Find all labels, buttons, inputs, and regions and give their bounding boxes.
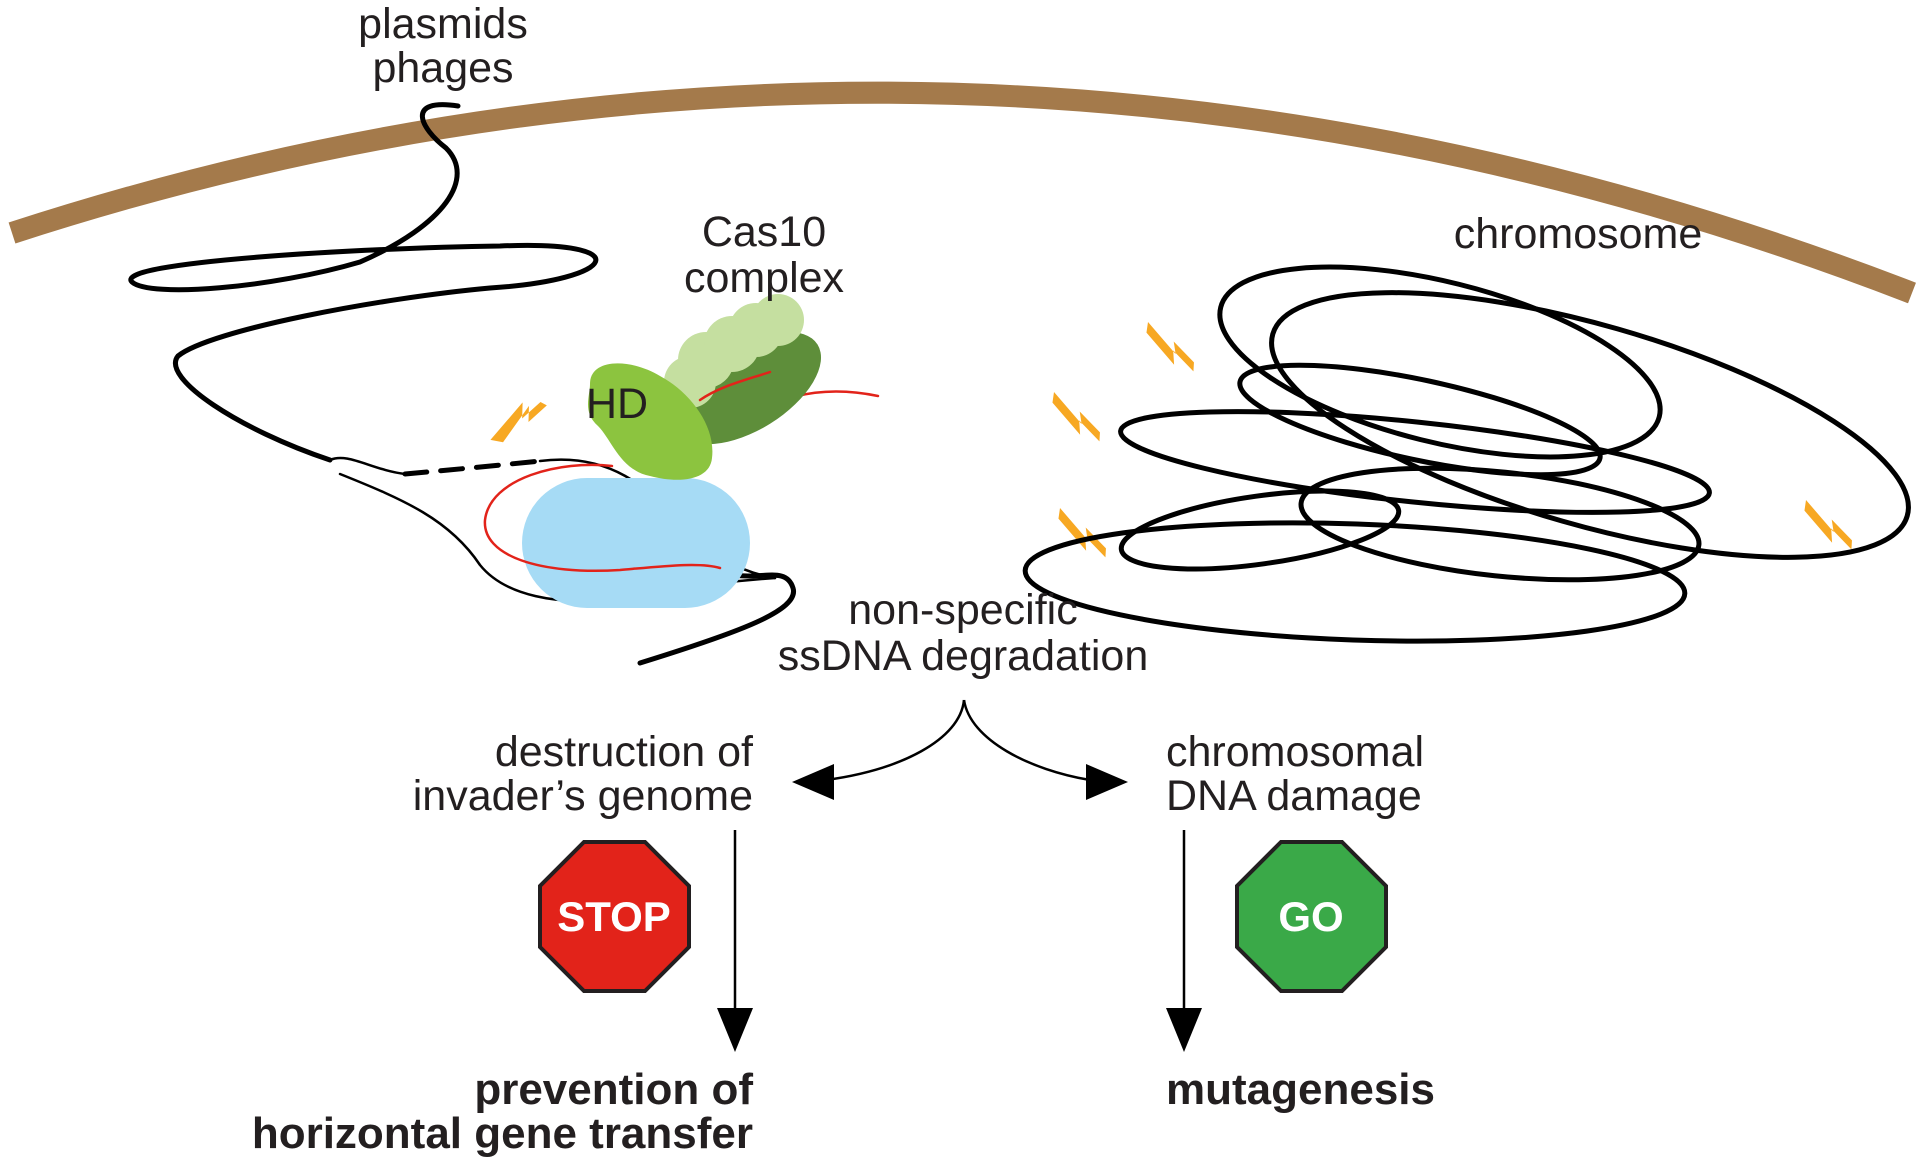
hd-domain-shape bbox=[588, 363, 713, 480]
right-outcome-line1: chromosomal bbox=[1166, 728, 1424, 776]
branch-arrow-left bbox=[825, 699, 966, 782]
stop-sign-icon: STOP bbox=[538, 840, 691, 993]
crrna-loop bbox=[483, 463, 722, 572]
left-outcome-line1: destruction of bbox=[495, 728, 754, 776]
stop-sign-label: STOP bbox=[557, 893, 671, 940]
invaders-label-line2: phages bbox=[372, 44, 513, 92]
degradation-label-line1: non-specific bbox=[848, 586, 1077, 634]
cas10-label-line1: Cas10 bbox=[702, 208, 826, 256]
go-sign-label: GO bbox=[1278, 893, 1343, 940]
go-sign-icon: GO bbox=[1235, 840, 1388, 993]
right-outcome-line2: DNA damage bbox=[1166, 772, 1422, 820]
degradation-label-line2: ssDNA degradation bbox=[778, 632, 1149, 680]
chromosome-label: chromosome bbox=[1454, 210, 1703, 258]
branch-arrow-right bbox=[962, 699, 1091, 782]
left-result-line1: prevention of bbox=[474, 1065, 753, 1114]
lightning-bolt-icon bbox=[1804, 500, 1852, 550]
right-result: mutagenesis bbox=[1166, 1065, 1435, 1114]
hd-domain-label: HD bbox=[586, 380, 648, 428]
lightning-bolt-icon bbox=[1058, 508, 1106, 558]
left-outcome-line2: invader’s genome bbox=[413, 772, 753, 820]
chromosome-dna bbox=[1022, 264, 1911, 644]
arrow-icon bbox=[792, 764, 834, 800]
cas10-guide-rna bbox=[698, 370, 772, 402]
invader-dna-end bbox=[637, 567, 796, 666]
cas10-label-line2: complex bbox=[684, 254, 845, 302]
invaders-label-line1: plasmids bbox=[358, 0, 528, 48]
invader-dna-dashed bbox=[402, 458, 543, 477]
invader-dna-strand bbox=[128, 102, 599, 463]
arrow-icon bbox=[1086, 764, 1128, 800]
cas10-subunit-5 bbox=[752, 294, 804, 346]
arrow-icon bbox=[1166, 1008, 1202, 1052]
lightning-bolt-icon bbox=[1146, 322, 1194, 372]
arrow-icon bbox=[717, 1008, 753, 1052]
cas10-dark-subunit bbox=[674, 331, 822, 445]
target-complex-blue bbox=[522, 478, 750, 608]
cell-membrane bbox=[8, 81, 1916, 304]
lightning-bolt-icon bbox=[1052, 392, 1100, 442]
lightning-bolt-icon bbox=[490, 401, 547, 443]
left-result-line2: horizontal gene transfer bbox=[252, 1109, 753, 1158]
